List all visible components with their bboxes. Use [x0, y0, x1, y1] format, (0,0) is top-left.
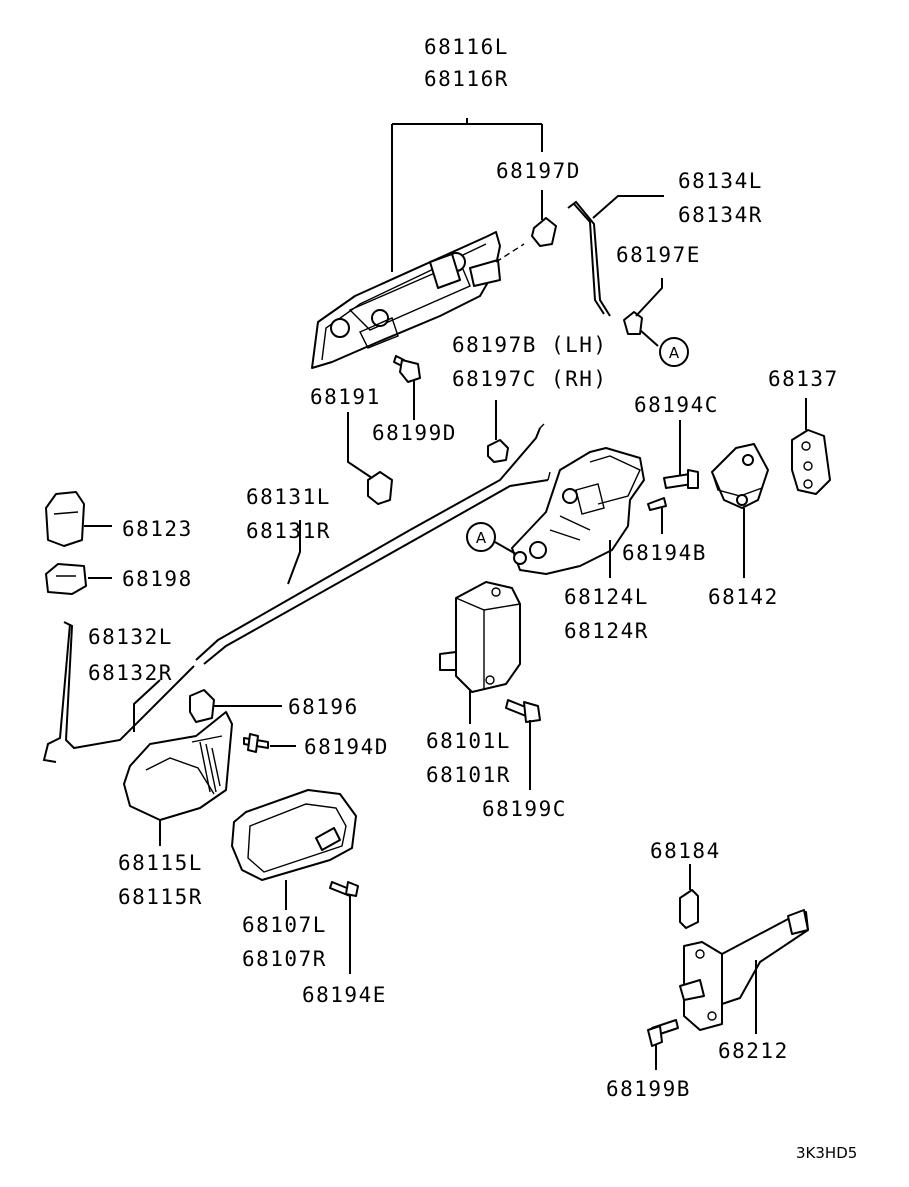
- screw-68194c-part[interactable]: [663, 469, 699, 489]
- shim-68137-part[interactable]: [791, 429, 831, 495]
- callout-a-circle-bottom: [466, 522, 496, 552]
- label-68115l: 68115L: [118, 851, 203, 875]
- striker-68142-part[interactable]: [711, 443, 769, 509]
- label-68132l: 68132L: [88, 625, 173, 649]
- label-68116r: 68116R: [424, 67, 509, 91]
- callout-a-top: A: [669, 344, 680, 362]
- label-68101r: 68101R: [426, 763, 511, 787]
- knob-68123-part[interactable]: [45, 491, 85, 547]
- label-68194e: 68194E: [302, 983, 387, 1007]
- label-68199d: 68199D: [372, 421, 457, 445]
- label-68134r: 68134R: [678, 203, 763, 227]
- clip-68197d-part[interactable]: [531, 217, 557, 247]
- label-68107r: 68107R: [242, 947, 327, 971]
- label-68197c: 68197C (RH): [452, 367, 608, 391]
- label-68131l: 68131L: [246, 485, 331, 509]
- label-68199c: 68199C: [482, 797, 567, 821]
- label-68134l: 68134L: [678, 169, 763, 193]
- bolt-68199d-part[interactable]: [393, 355, 421, 383]
- bolt-68199b-part[interactable]: [647, 1019, 679, 1047]
- clip-68197e-part[interactable]: [623, 311, 643, 335]
- screw-68194b-part[interactable]: [647, 497, 667, 511]
- clip-68196-part[interactable]: [189, 689, 215, 723]
- label-68101l: 68101L: [426, 729, 511, 753]
- label-68184: 68184: [650, 839, 721, 863]
- label-68194c: 68194C: [634, 393, 719, 417]
- label-68115r: 68115R: [118, 885, 203, 909]
- door-check-68212-part[interactable]: [679, 909, 809, 1031]
- label-68107l: 68107L: [242, 913, 327, 937]
- label-68191: 68191: [310, 385, 381, 409]
- label-68197d: 68197D: [496, 159, 581, 183]
- escutcheon-68107-part[interactable]: [231, 789, 357, 881]
- label-68199b: 68199B: [606, 1077, 691, 1101]
- label-68123: 68123: [122, 517, 193, 541]
- label-68132r: 68132R: [88, 661, 173, 685]
- actuator-68101-part[interactable]: [439, 581, 521, 693]
- label-68124l: 68124L: [564, 585, 649, 609]
- callout-a-circle-top: [659, 337, 689, 367]
- label-68194b: 68194B: [622, 541, 707, 565]
- label-68142: 68142: [708, 585, 779, 609]
- label-68137: 68137: [768, 367, 839, 391]
- label-68196: 68196: [288, 695, 359, 719]
- label-68197b: 68197B (LH): [452, 333, 608, 357]
- label-68131r: 68131R: [246, 519, 331, 543]
- bolt-68199c-part[interactable]: [505, 699, 541, 723]
- label-68124r: 68124R: [564, 619, 649, 643]
- inside-handle-68115-part[interactable]: [123, 711, 233, 821]
- pin-68184-part[interactable]: [679, 889, 699, 929]
- screw-68194e-part[interactable]: [329, 881, 359, 897]
- bezel-68198-part[interactable]: [45, 563, 87, 595]
- clip-68197b-part[interactable]: [487, 439, 509, 463]
- clip-68191-part[interactable]: [367, 471, 393, 505]
- diagram-code: 3K3HD5: [796, 1144, 857, 1162]
- label-68198: 68198: [122, 567, 193, 591]
- callout-a-bottom: A: [476, 529, 487, 547]
- screw-68194d-part[interactable]: [243, 733, 269, 753]
- label-68194d: 68194D: [304, 735, 389, 759]
- label-68197e: 68197E: [616, 243, 701, 267]
- label-68116l: 68116L: [424, 35, 509, 59]
- outside-handle-part[interactable]: [311, 231, 501, 369]
- label-68212: 68212: [718, 1039, 789, 1063]
